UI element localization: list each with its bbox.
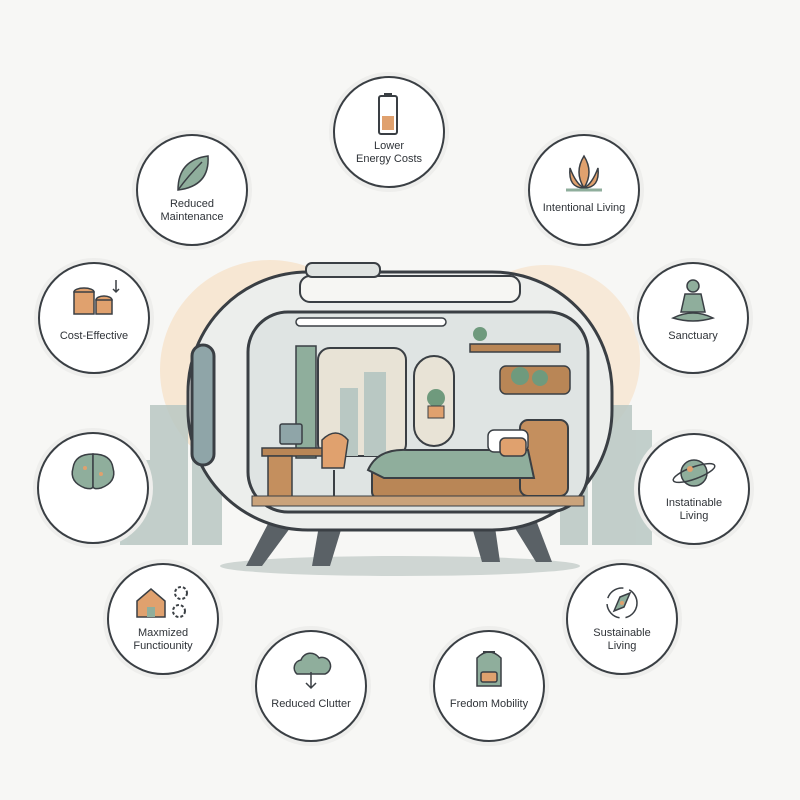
roof-vent [305, 262, 381, 278]
benefit-cost-effective: Cost-Effective [38, 262, 150, 374]
coins-icon [73, 280, 120, 315]
brain-icon [71, 453, 115, 490]
house-gears-icon [136, 586, 188, 618]
pillow-accent [499, 437, 527, 457]
ceiling-light [295, 317, 447, 327]
floor [251, 495, 585, 507]
bed-blanket [366, 448, 536, 479]
benefit-label: Sanctuary [668, 330, 718, 342]
benefit-reduced-clutter: Reduced Clutter [255, 630, 367, 742]
capsule-roof-band [299, 275, 521, 303]
benefit-brain [37, 432, 149, 544]
lotus-icon [566, 154, 602, 192]
compass-icon [606, 587, 638, 619]
cloud-download-icon [293, 652, 332, 690]
benefit-label: Fredom Mobility [449, 698, 529, 710]
battery-icon [378, 93, 398, 135]
office-chair [321, 432, 349, 469]
leaf-icon [177, 155, 209, 191]
ground-shadow [220, 556, 580, 576]
plant [511, 367, 529, 385]
porthole-window [190, 343, 216, 467]
wall-shelf [469, 343, 561, 353]
benefit-label: Cost-Effective [59, 330, 129, 342]
benefit-label: Intentional Living [542, 202, 626, 214]
meditation-icon [670, 279, 716, 322]
benefit-sanctuary: Sanctuary [637, 262, 749, 374]
benefit-fredom-mobility: Fredom Mobility [433, 630, 545, 742]
planet-icon [672, 459, 716, 487]
benefit-label: Reduced Clutter [271, 698, 351, 710]
backpack-icon [476, 651, 502, 687]
laptop [279, 423, 303, 445]
benefit-intentional-living: Intentional Living [528, 134, 640, 246]
